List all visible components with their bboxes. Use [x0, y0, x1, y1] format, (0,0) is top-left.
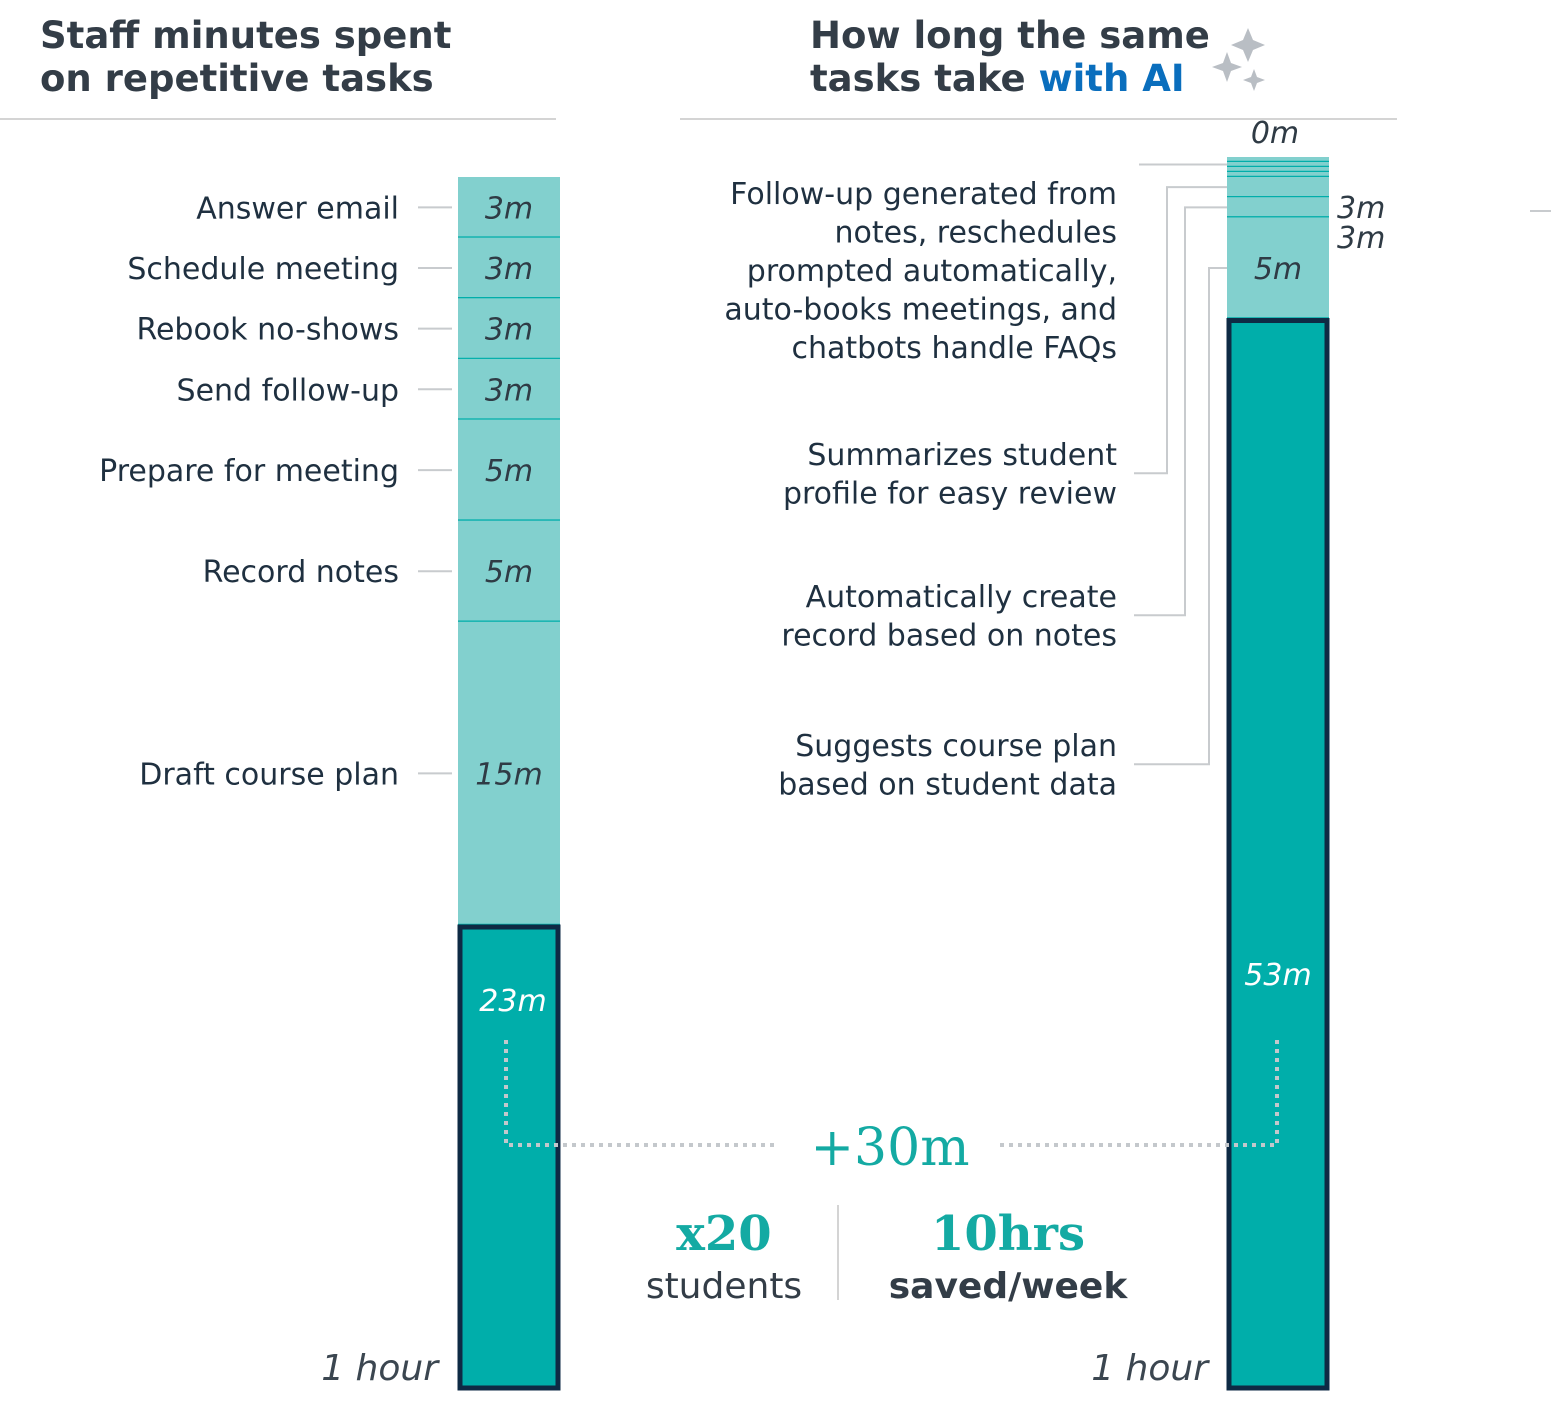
right-remaining-value: 53m: [1244, 958, 1311, 993]
right-annotation-text: Suggests course plan: [795, 729, 1117, 764]
left-segment-value: 3m: [485, 191, 533, 226]
right-leader-line: [1134, 186, 1227, 475]
left-remaining-value: 23m: [479, 984, 546, 1019]
left-title-line2: on repetitive tasks: [40, 57, 434, 100]
right-segment-value: 3m: [1337, 221, 1385, 256]
right-annotation-text: auto-books meetings, and: [724, 293, 1117, 328]
left-task-label: Schedule meeting: [127, 252, 399, 287]
right-annotation-text: prompted automatically,: [747, 254, 1117, 289]
left-segment-value: 3m: [485, 373, 533, 408]
right-segment-value: 5m: [1254, 252, 1302, 287]
left-title-rule: [0, 118, 556, 120]
right-annotation-text: chatbots handle FAQs: [791, 331, 1117, 366]
right-remaining-segment: [1226, 318, 1330, 1391]
left-segment-1: [458, 177, 560, 238]
right-total-label: 1 hour: [1091, 1348, 1210, 1389]
left-task-label: Rebook no-shows: [136, 313, 399, 348]
right-leader-line: [1134, 266, 1227, 766]
right-title-rule: [680, 118, 1397, 120]
right-annotation-text: Follow-up generated from: [730, 177, 1117, 212]
left-segment-3: [458, 298, 560, 359]
multiplier-unit: students: [646, 1266, 802, 1307]
saved-value: 10hrs: [931, 1206, 1085, 1262]
left-segment-value: 3m: [485, 313, 533, 348]
right-segment-4: [1227, 172, 1329, 177]
right-annotation-text: Automatically create: [806, 580, 1117, 615]
right-segment-value: 0m: [1251, 116, 1299, 151]
left-task-label: Draft course plan: [139, 757, 399, 792]
right-title: How long the same tasks take with AI: [810, 14, 1210, 100]
right-title-accent: with AI: [1038, 57, 1185, 100]
left-segment-value: 5m: [485, 454, 533, 489]
left-segment-4: [458, 358, 560, 420]
right-annotation-text: profile for easy review: [783, 477, 1117, 512]
right-segment-5: [1227, 177, 1329, 198]
left-segment-7: [458, 621, 560, 926]
right-segment-2: [1227, 162, 1329, 167]
right-segment-7: [1227, 217, 1329, 319]
left-segment-5: [458, 419, 560, 521]
left-title-line1: Staff minutes spent: [40, 14, 452, 57]
left-segment-2: [458, 237, 560, 299]
right-title-line1: How long the same: [810, 14, 1210, 57]
left-segment-value: 5m: [485, 555, 533, 590]
left-remaining-segment: [457, 924, 561, 1391]
left-total-label: 1 hour: [321, 1348, 440, 1389]
saved-unit: saved/week: [889, 1266, 1129, 1307]
left-task-label: Send follow-up: [177, 373, 399, 408]
left-task-label: Record notes: [203, 555, 399, 590]
right-segment-value: 3m: [1337, 191, 1385, 226]
right-segment-6: [1227, 197, 1329, 218]
gain-connector: [504, 1040, 1279, 1147]
left-task-label: Prepare for meeting: [99, 454, 399, 489]
right-leader-line: [1134, 206, 1227, 617]
left-segment-value: 3m: [485, 252, 533, 287]
left-segment-6: [458, 520, 560, 622]
right-annotations: Follow-up generated from notes, reschedul…: [724, 163, 1227, 803]
right-annotation-text: Summarizes student: [807, 438, 1117, 473]
right-segment-3: [1227, 167, 1329, 172]
right-annotation-text: notes, reschedules: [835, 216, 1118, 251]
right-annotation-text: based on student data: [778, 768, 1117, 803]
right-title-line2: tasks take: [810, 57, 1039, 100]
left-segment-value: 15m: [475, 757, 542, 792]
sparkle-icon: [1212, 28, 1265, 91]
right-annotation-text: record based on notes: [781, 619, 1117, 654]
left-task-label: Answer email: [196, 191, 399, 226]
multiplier-value: x20: [676, 1206, 771, 1262]
right-segment-1: [1227, 157, 1329, 162]
time-gain-value: +30m: [810, 1118, 969, 1178]
left-title: Staff minutes spent on repetitive tasks: [40, 14, 451, 100]
